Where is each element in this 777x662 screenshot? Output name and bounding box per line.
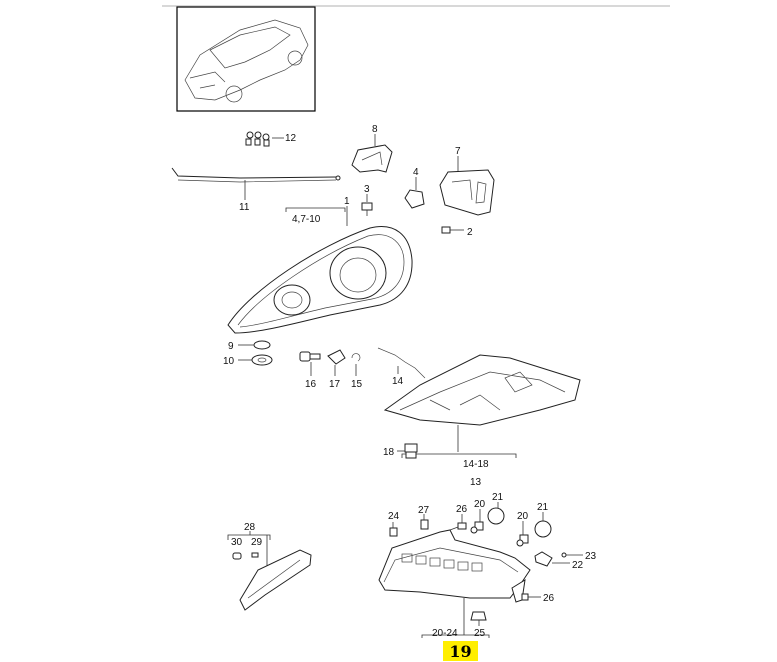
callout-labels: 12 8 7 4 3 11 1 4,7-10 2 9 10 16 17 15 1…	[223, 124, 597, 639]
label-20-24: 20-24	[432, 628, 458, 639]
label-14-18: 14-18	[463, 459, 489, 470]
label-20-left: 20	[474, 499, 486, 510]
label-14: 14	[392, 376, 404, 387]
part-3-bolt	[361, 194, 373, 216]
label-13: 13	[470, 477, 482, 488]
label-4-7-10: 4,7-10	[292, 214, 321, 225]
callout-bracket-1	[285, 206, 348, 226]
label-11: 11	[239, 202, 250, 213]
part-7-cover	[439, 156, 495, 216]
label-29: 29	[251, 537, 263, 548]
part-28-side-marker	[227, 531, 312, 611]
label-8: 8	[372, 124, 378, 135]
part-11-cable	[171, 167, 341, 200]
part-1-headlight	[227, 226, 413, 334]
top-divider	[162, 5, 670, 7]
label-1: 1	[344, 196, 350, 207]
label-22: 22	[572, 560, 584, 571]
label-25: 25	[474, 628, 486, 639]
page-number-badge: 19	[443, 641, 478, 661]
part-2-screw	[441, 226, 464, 234]
part-13-bracket	[383, 354, 581, 458]
label-4: 4	[413, 167, 419, 178]
part-14-wire	[377, 347, 426, 379]
label-12: 12	[285, 133, 297, 144]
label-7: 7	[455, 146, 461, 157]
label-17: 17	[329, 379, 341, 390]
label-9: 9	[228, 341, 234, 352]
vehicle-thumbnail	[176, 6, 316, 112]
label-3: 3	[364, 184, 370, 195]
label-28: 28	[244, 522, 256, 533]
label-23: 23	[585, 551, 597, 562]
label-24: 24	[388, 511, 400, 522]
part-4-module	[404, 177, 425, 209]
label-21-right: 21	[537, 502, 549, 513]
part-18-nut	[397, 443, 418, 459]
part-19-drl-housing	[378, 502, 583, 638]
label-26-top: 26	[456, 504, 468, 515]
parts-15-16-17	[299, 349, 361, 376]
label-21-left: 21	[492, 492, 504, 503]
part-8-bracket	[351, 134, 393, 173]
label-10: 10	[223, 356, 235, 367]
label-20-right: 20	[517, 511, 529, 522]
label-26-bottom: 26	[543, 593, 555, 604]
parts-9-10-seals	[238, 340, 273, 366]
part-12-clips	[245, 131, 284, 147]
label-15: 15	[351, 379, 363, 390]
label-16: 16	[305, 379, 317, 390]
label-27: 27	[418, 505, 430, 516]
label-30: 30	[231, 537, 243, 548]
label-2: 2	[467, 227, 473, 238]
label-18: 18	[383, 447, 395, 458]
